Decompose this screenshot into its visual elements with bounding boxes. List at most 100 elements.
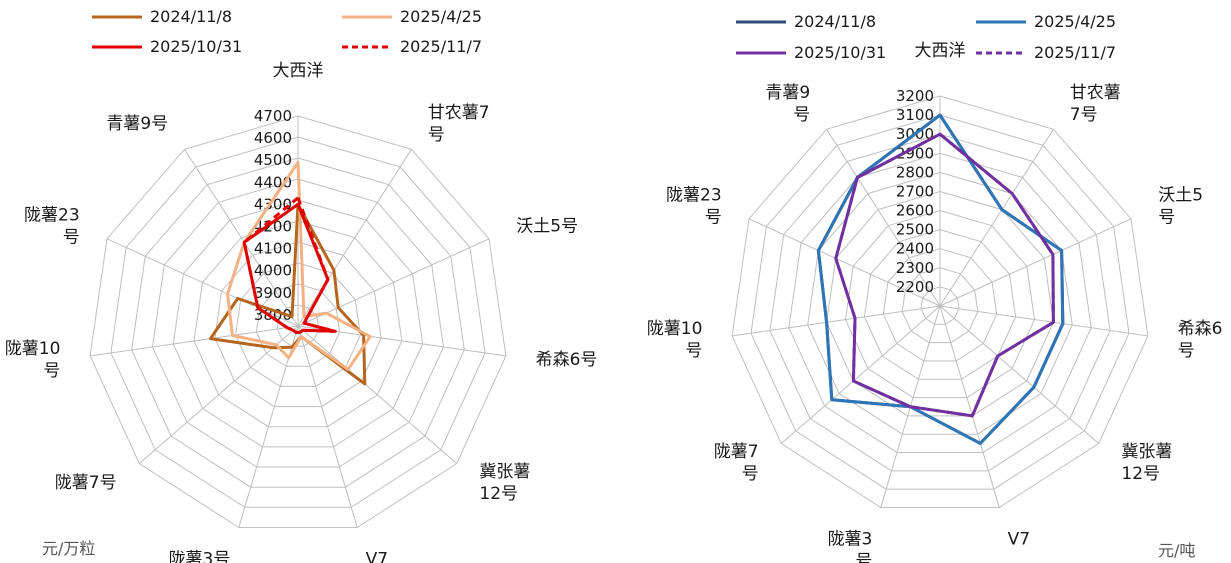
- series-line: [226, 160, 372, 371]
- grid-ring: [901, 267, 979, 344]
- category-label: 青薯9: [765, 83, 810, 103]
- category-label: 号: [43, 361, 60, 381]
- grid-ring: [214, 241, 382, 408]
- category-label: V7: [366, 549, 388, 563]
- category-label: 甘农薯7: [428, 103, 490, 123]
- category-label: 号: [793, 105, 810, 125]
- category-label: 陇薯7号: [55, 473, 117, 493]
- category-label: 大西洋: [915, 41, 966, 61]
- category-label: 陇薯23: [666, 185, 722, 205]
- grid-ring: [844, 209, 1036, 399]
- axis-tick-label: 2700: [896, 183, 934, 201]
- category-label: 陇薯7: [714, 442, 759, 462]
- category-label: 陇薯10: [647, 319, 703, 339]
- spoke-line: [939, 218, 1132, 307]
- spoke-line: [732, 305, 941, 337]
- spoke-line: [90, 325, 299, 357]
- category-label: 号: [855, 551, 872, 563]
- grid-ring: [826, 190, 1054, 417]
- spoke-line: [748, 218, 941, 307]
- series-line: [816, 113, 1065, 445]
- axis-tick-label: 4500: [254, 151, 292, 169]
- series-line: [242, 196, 337, 334]
- axis-tick-label: 2300: [896, 259, 934, 277]
- axis-tick-label: 2800: [896, 163, 934, 181]
- spoke-line: [826, 129, 941, 307]
- category-label: V7: [1008, 529, 1030, 549]
- axis-tick-label: 4200: [254, 218, 292, 236]
- legend-entry: 2025/10/31: [150, 37, 242, 56]
- legend-entry: 2025/11/7: [400, 37, 482, 56]
- axis-tick-label: 2500: [896, 221, 934, 239]
- category-label: 沃土5号: [516, 216, 578, 236]
- category-label: 冀张薯: [479, 462, 530, 482]
- grid-ring: [193, 220, 403, 428]
- category-label: 陇薯3号: [169, 549, 231, 563]
- category-label: 甘农薯: [1070, 83, 1121, 103]
- grid-ring: [769, 133, 1111, 472]
- category-label: 希森6: [1178, 319, 1223, 339]
- unit-label-left: 元/万粒: [42, 539, 95, 558]
- spoke-line: [939, 305, 1148, 337]
- grid-ring: [89, 115, 507, 528]
- category-label: 沃土5: [1158, 185, 1203, 205]
- axis-tick-label: 2200: [896, 278, 934, 296]
- category-label: 号: [705, 207, 722, 227]
- spoke-line: [780, 305, 941, 444]
- category-label: 12号: [1121, 464, 1160, 484]
- axis-tick-label: 4000: [254, 262, 292, 280]
- category-label: 号: [742, 464, 759, 484]
- category-label: 陇薯23: [24, 205, 80, 225]
- category-label: 号: [1158, 207, 1175, 227]
- category-label: 号: [1178, 341, 1195, 361]
- series-line: [834, 132, 1055, 418]
- spoke-line: [297, 238, 490, 327]
- grid-ring: [110, 136, 486, 508]
- grid-ring: [863, 229, 1017, 380]
- category-label: 陇薯3: [828, 529, 873, 549]
- chart-ware-price: 2200230024002500260027002800290030003100…: [647, 12, 1223, 563]
- legend-entry: 2025/4/25: [1034, 12, 1116, 31]
- spoke-line: [106, 238, 299, 327]
- grid-ring: [151, 178, 445, 468]
- legend-entry: 2024/11/8: [794, 12, 876, 31]
- axis-tick-label: 3900: [254, 284, 292, 302]
- legend-entry: 2025/4/25: [400, 7, 482, 26]
- legend-entry: 2024/11/8: [150, 7, 232, 26]
- spoke-line: [297, 325, 358, 528]
- spoke-line: [297, 325, 458, 464]
- category-label: 希森6号: [536, 350, 598, 370]
- grid-ring: [235, 262, 361, 387]
- category-label: 陇薯10: [5, 339, 61, 359]
- category-label: 12号: [479, 484, 518, 504]
- unit-label-right: 元/吨: [1158, 541, 1195, 560]
- spoke-line: [939, 305, 1000, 508]
- grid-ring: [172, 199, 424, 448]
- grid-ring: [882, 248, 998, 362]
- spoke-line: [939, 129, 1054, 307]
- grid-ring: [920, 286, 960, 325]
- grid-ring: [807, 171, 1073, 435]
- axis-tick-label: 4700: [254, 107, 292, 125]
- axis-tick-label: 2900: [896, 144, 934, 162]
- spoke-line: [184, 149, 299, 327]
- category-label: 青薯9号: [106, 114, 168, 134]
- category-label: 号: [428, 125, 445, 145]
- axis-tick-label: 3200: [896, 87, 934, 105]
- spoke-line: [238, 325, 299, 528]
- grid-ring: [131, 157, 465, 488]
- category-label: 号: [685, 341, 702, 361]
- spoke-line: [939, 305, 1100, 444]
- axis-tick-label: 2400: [896, 240, 934, 258]
- grid-ring: [788, 152, 1092, 453]
- grid-ring: [750, 114, 1130, 490]
- category-label: 大西洋: [273, 61, 324, 81]
- axis-tick-label: 3100: [896, 106, 934, 124]
- axis-tick-label: 4100: [254, 240, 292, 258]
- grid-ring: [731, 95, 1149, 508]
- category-label: 7号: [1070, 105, 1098, 125]
- axis-tick-label: 4300: [254, 195, 292, 213]
- axis-tick-label: 2600: [896, 202, 934, 220]
- chart-seed-price: 3800390040004100420043004400450046004700…: [5, 7, 598, 563]
